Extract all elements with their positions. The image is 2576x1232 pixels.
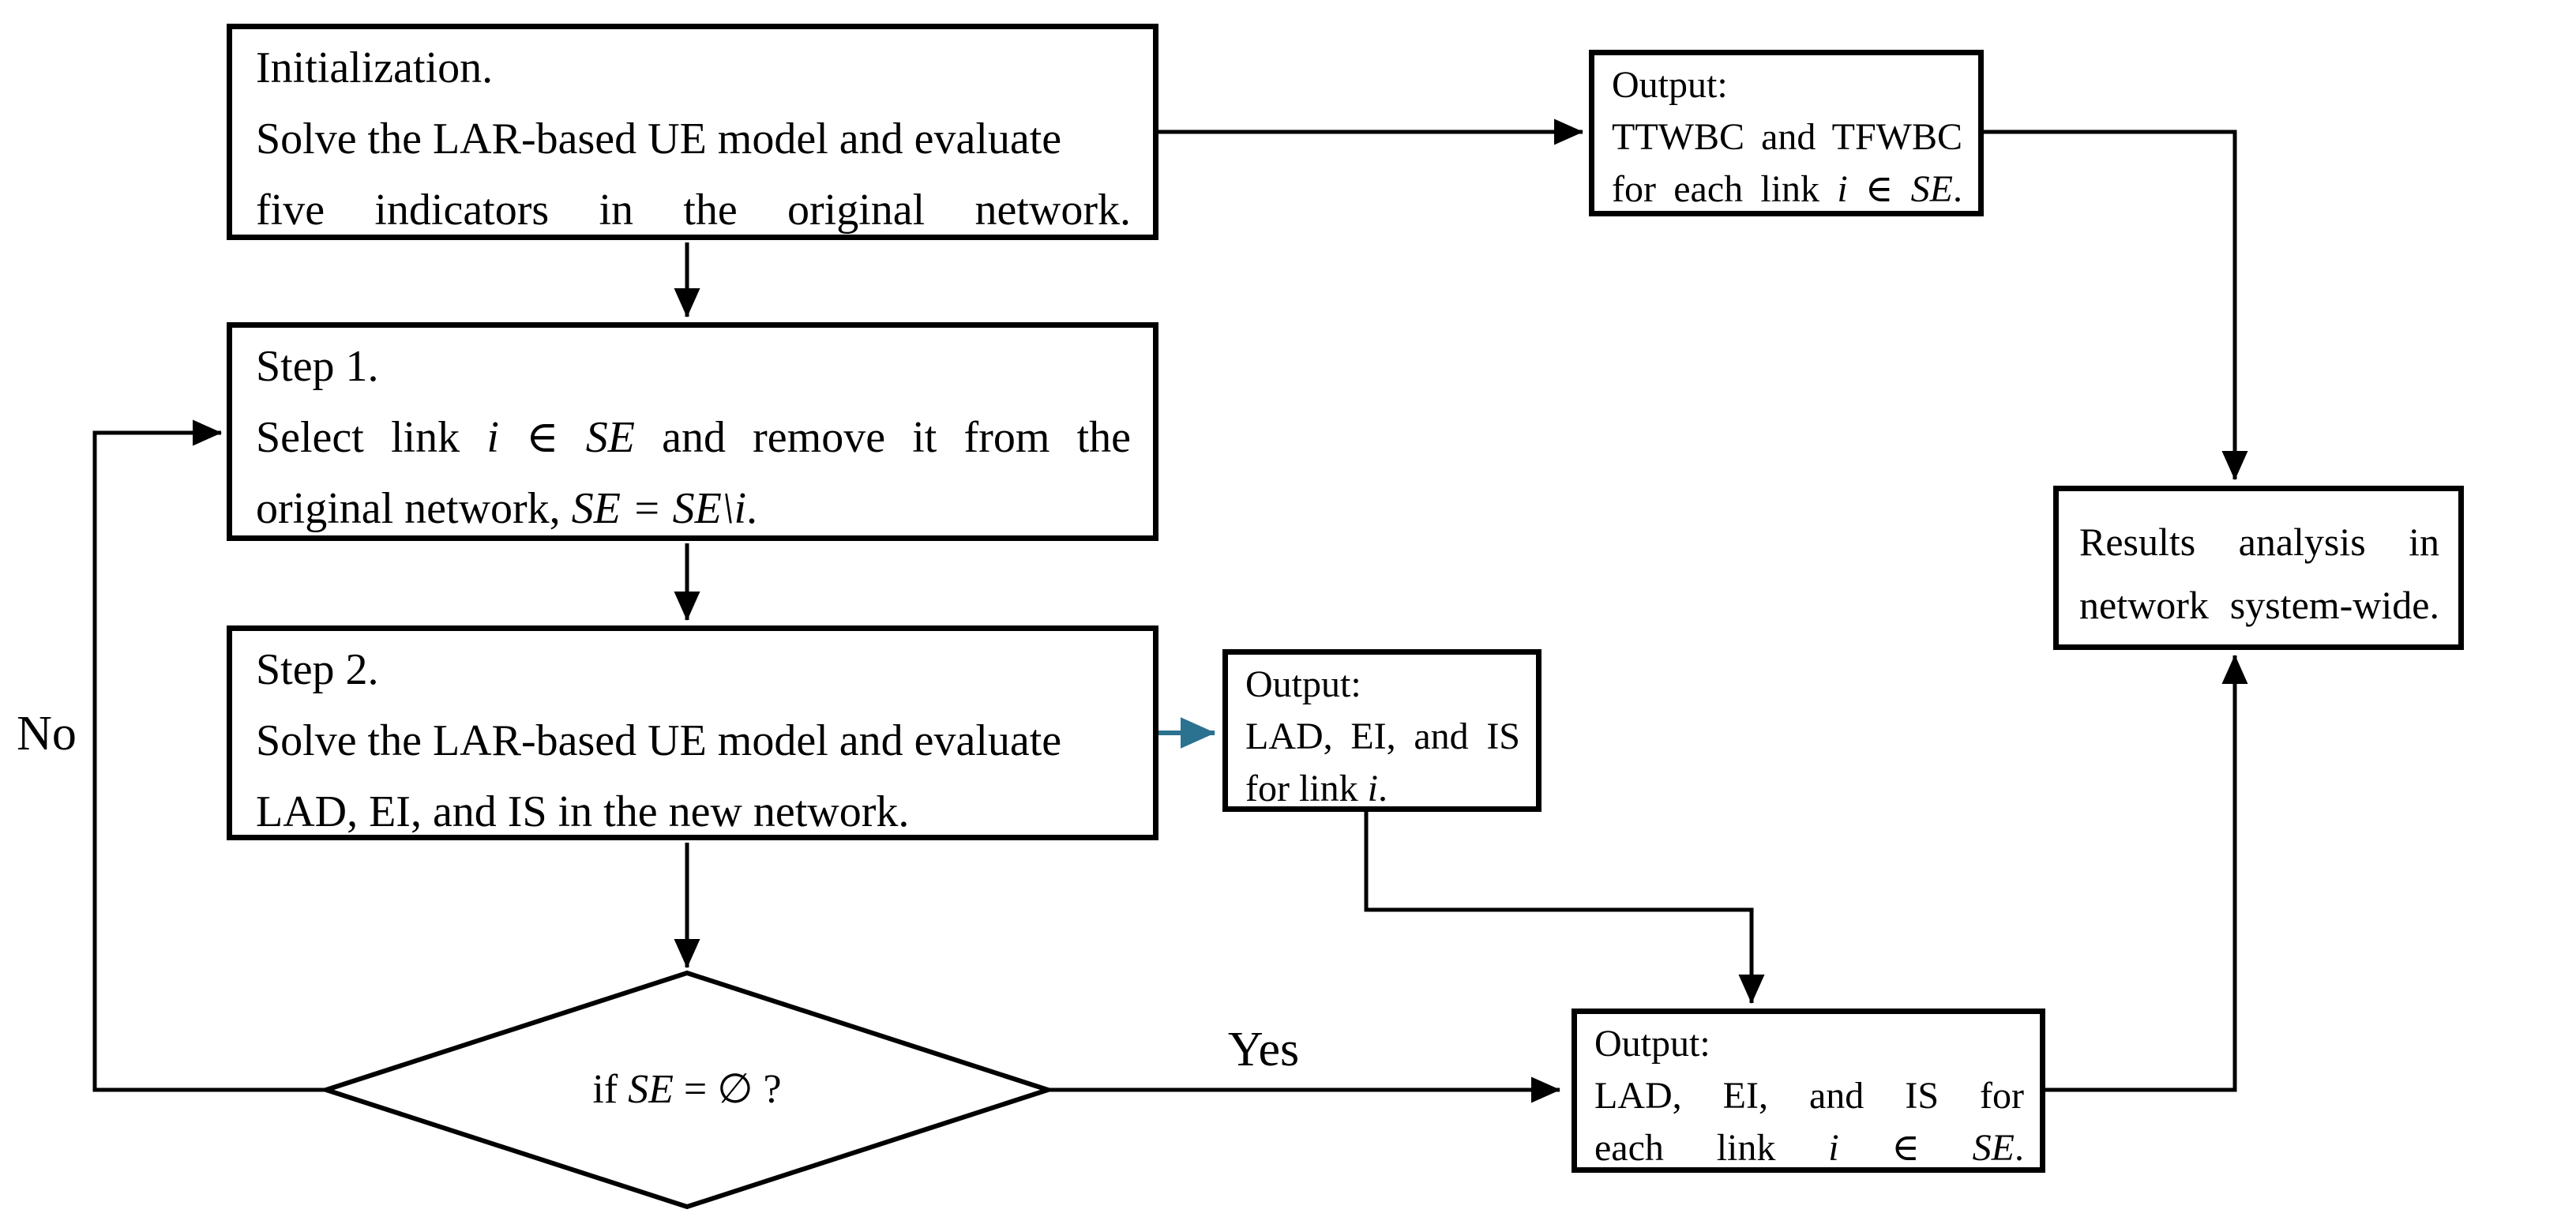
output-bottom-line2: LAD, EI, and IS for xyxy=(1594,1075,2024,1117)
connector-decision-no-loop-to-step1 xyxy=(92,419,326,1092)
node-output-each-link: Output: LAD, EI, and IS for each link i … xyxy=(1572,1009,2045,1173)
node-step1: Step 1. Select link i ∈ SE and remove it… xyxy=(227,322,1158,541)
initialization-line3: five indicators in the original network. xyxy=(256,186,1131,235)
initialization-line1: Initialization. xyxy=(256,43,494,92)
output-top-line2: TTWBC and TFWBC xyxy=(1612,116,1962,158)
connector-output-mid-to-output-bottom xyxy=(1364,809,1765,1005)
step2-line3: LAD, EI, and IS in the new network. xyxy=(256,787,910,836)
output-top-line3: for each link i ∈ SE. xyxy=(1612,168,1962,210)
node-step2: Step 2. Solve the LAR-based UE model and… xyxy=(227,625,1158,840)
output-bottom-line1: Output: xyxy=(1594,1023,1710,1065)
node-initialization: Initialization. Solve the LAR-based UE m… xyxy=(227,24,1158,240)
step2-line2: Solve the LAR-based UE model and evaluat… xyxy=(256,716,1062,765)
decision-diamond-shape xyxy=(318,970,1056,1210)
results-line2: network system-wide. xyxy=(2079,583,2439,627)
results-line1: Results analysis in xyxy=(2079,520,2439,564)
output-mid-line2: LAD, EI, and IS xyxy=(1245,716,1520,757)
step1-line2: Select link i ∈ SE and remove it from th… xyxy=(256,413,1132,462)
step1-line1: Step 1. xyxy=(256,342,379,391)
yes-branch-label: Yes xyxy=(1227,1023,1300,1076)
connector-output-bottom-to-results xyxy=(2043,654,2248,1092)
output-top-line1: Output: xyxy=(1612,64,1728,106)
initialization-line2: Solve the LAR-based UE model and evaluat… xyxy=(256,115,1062,163)
step1-line3: original network, SE = SE\i. xyxy=(256,484,758,533)
connector-output-top-to-results xyxy=(1981,130,2248,481)
output-mid-line1: Output: xyxy=(1245,663,1361,705)
decision-label: if SE = ∅ ? xyxy=(592,1067,782,1112)
no-branch-label: No xyxy=(17,707,77,761)
step2-line1: Step 2. xyxy=(256,645,379,694)
node-output-ttwbc-tfwbc: Output: TTWBC and TFWBC for each link i … xyxy=(1589,50,1984,216)
node-output-link-i: Output: LAD, EI, and IS for link i. xyxy=(1222,649,1541,812)
output-bottom-line3: each link i ∈ SE. xyxy=(1594,1127,2024,1169)
node-results-analysis: Results analysis in network system-wide. xyxy=(2053,486,2464,650)
output-mid-line3: for link i. xyxy=(1245,768,1388,809)
